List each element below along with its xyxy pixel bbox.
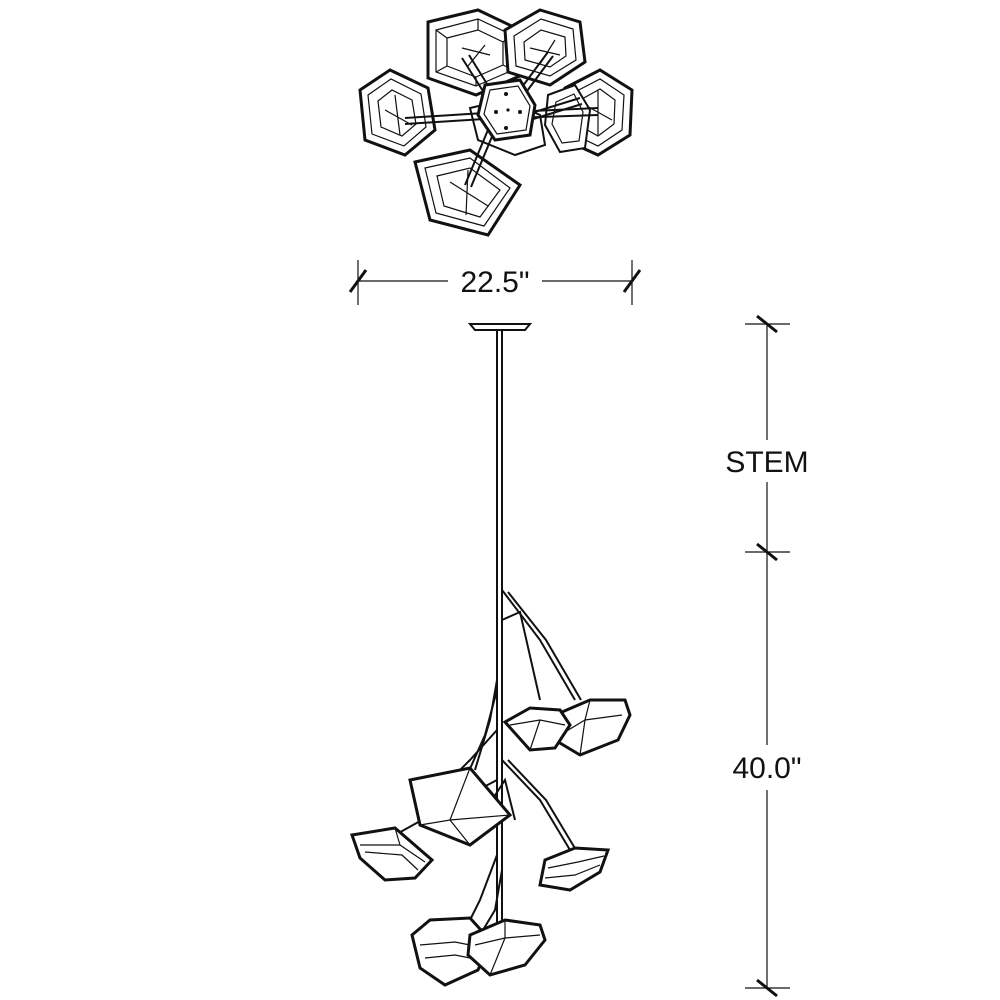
shade-top-view <box>413 148 523 237</box>
width-dimension: 22.5" <box>348 260 642 305</box>
top-view <box>358 8 634 237</box>
side-view <box>349 323 632 987</box>
stem-label: STEM <box>725 446 808 479</box>
shade-side-view <box>538 846 611 892</box>
shade-side-view <box>349 826 435 882</box>
shade-side-view <box>553 698 632 757</box>
shade-top-view <box>358 68 437 157</box>
shade-top-view <box>543 83 592 154</box>
height-dimension: STEM 40.0" <box>725 314 809 998</box>
canopy-plate <box>467 323 533 331</box>
shade-top-view <box>503 8 587 87</box>
height-label: 40.0" <box>732 752 801 785</box>
canopy-top-view <box>476 78 537 142</box>
width-label: 22.5" <box>460 266 529 299</box>
shade-side-view <box>502 706 572 752</box>
shade-side-view <box>408 766 513 847</box>
shade-side-view <box>466 918 547 977</box>
